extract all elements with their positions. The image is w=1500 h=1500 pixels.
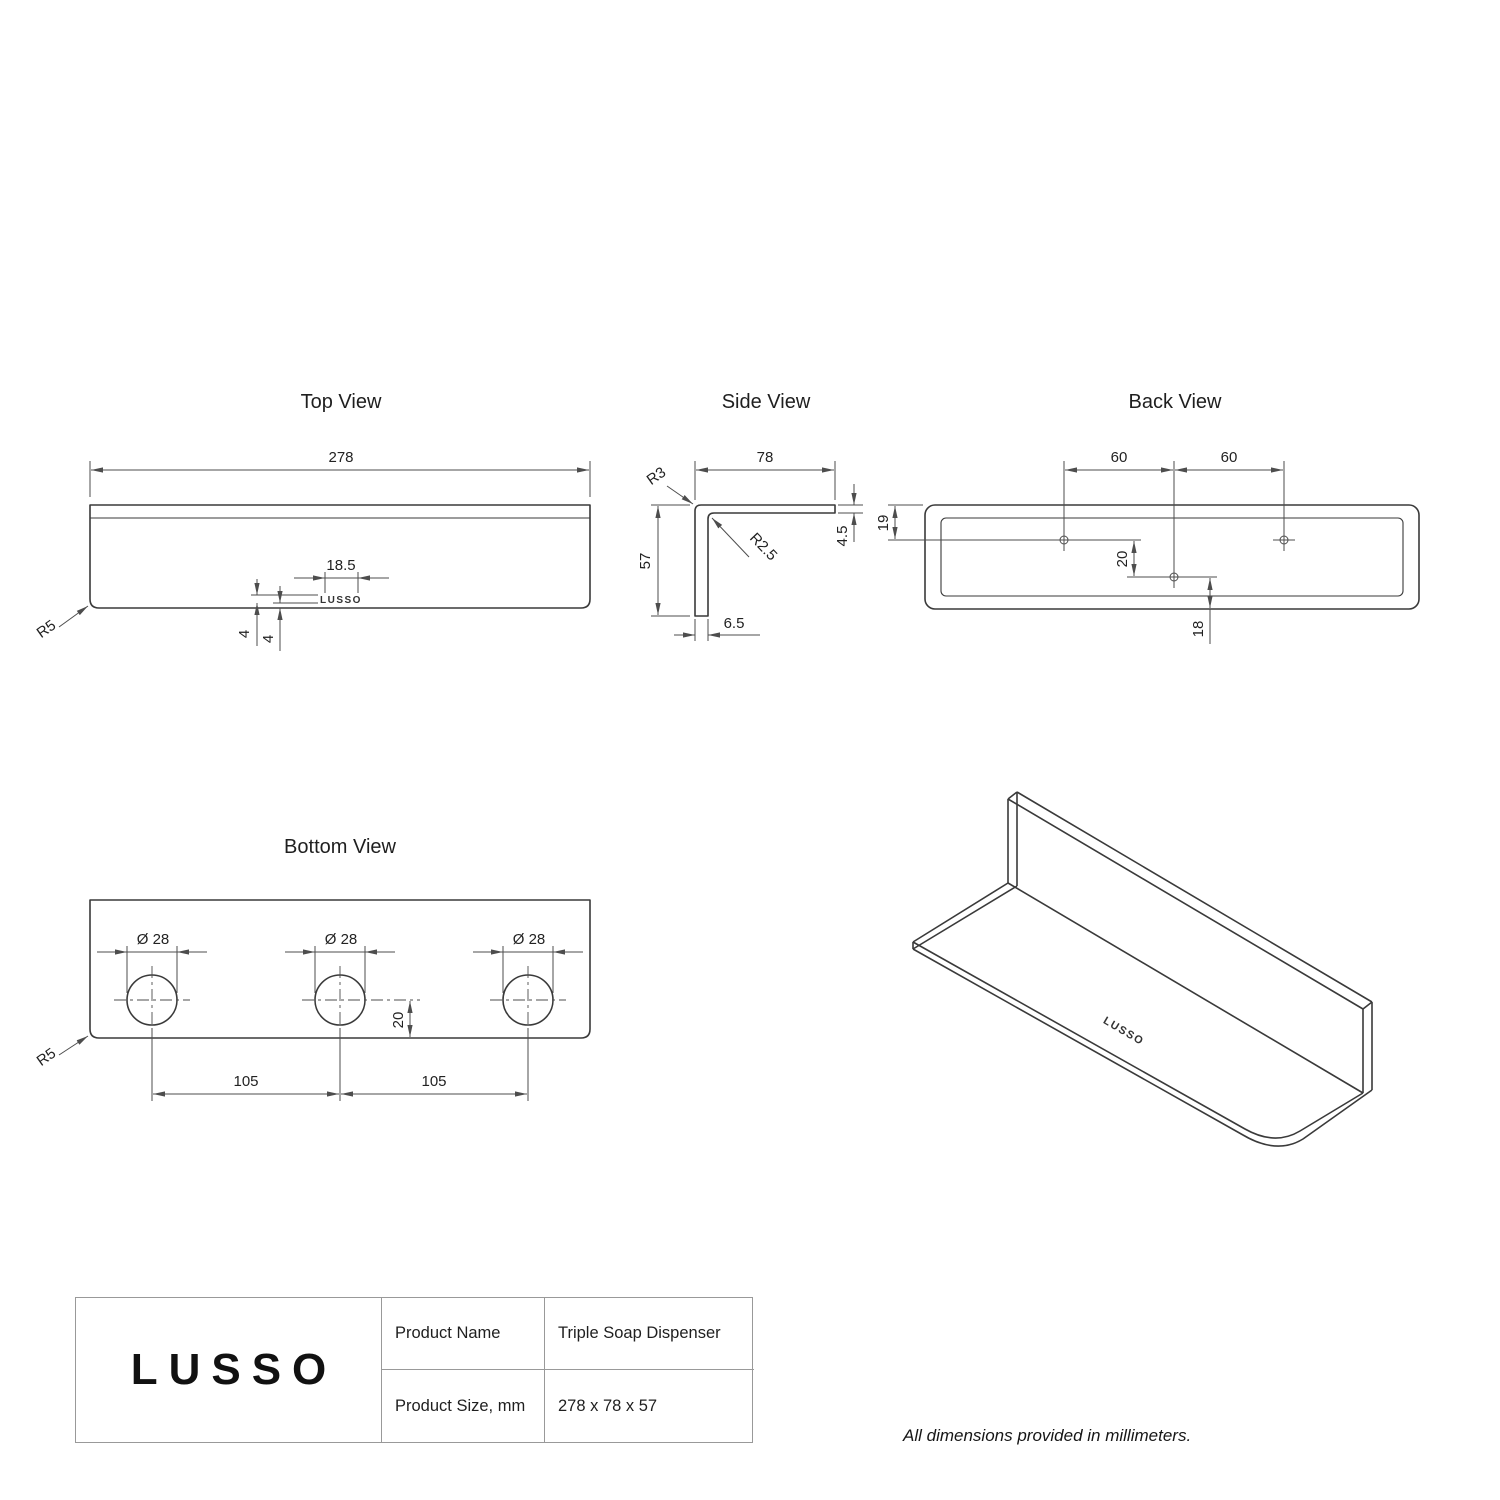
top-view-outline [89, 504, 591, 609]
side-dim-wall-extlines [694, 619, 709, 641]
top-dim-logo-extlines [324, 572, 359, 593]
back-dim-20-extlines [1075, 539, 1163, 578]
bottom-hole-2-centerlines [302, 966, 420, 1034]
side-dim-height-label: 57 [637, 553, 654, 570]
back-view: Back View 60 60 19 20 1 [875, 391, 1420, 644]
top-view: Top View LUSSO 278 18.5 4 4 R5 [34, 391, 591, 651]
back-dim-19-label: 19 [875, 515, 892, 532]
side-dim-depth-label: 78 [757, 449, 774, 466]
side-radius-inner-leader [711, 517, 750, 558]
side-view: Side View 78 57 R3 R2.5 4.5 6.5 [637, 391, 863, 641]
top-dim-4b-label: 4 [260, 635, 277, 643]
iso-vertical-edges [1007, 792, 1373, 1093]
back-view-outline [924, 504, 1420, 610]
iso-shelf-front-bottom [912, 948, 1373, 1147]
top-dim-width-label: 278 [328, 449, 353, 466]
brand-logo: LUSSO [130, 1345, 338, 1394]
bottom-dia2-label: Ø 28 [325, 931, 358, 948]
top-dim-logo-label: 18.5 [326, 557, 355, 574]
bottom-radius-label: R5 [34, 1045, 59, 1070]
bottom-pitch-left-label: 105 [233, 1073, 258, 1090]
back-hole-center [1163, 566, 1185, 588]
isometric-view: LUSSO [912, 791, 1373, 1147]
side-dim-depth-extlines [694, 461, 836, 500]
bottom-hole-1-centerlines [114, 966, 190, 1034]
product-size-value: 278 x 78 x 57 [544, 1370, 754, 1442]
side-dim-shelf-extlines [838, 504, 863, 514]
top-radius-label: R5 [34, 617, 59, 642]
back-dim-span-left-label: 60 [1111, 449, 1128, 466]
product-name-value: Triple Soap Dispenser [544, 1298, 754, 1370]
top-view-logo-text: LUSSO [320, 595, 362, 606]
side-dim-height-extlines [651, 504, 690, 617]
title-block: LUSSO Product Name Triple Soap Dispenser… [75, 1297, 754, 1443]
bottom-view-outline [89, 899, 591, 1039]
iso-shelf-junction [1007, 882, 1364, 1094]
side-view-outline [694, 504, 836, 617]
bottom-dia3-label: Ø 28 [513, 931, 546, 948]
top-view-title: Top View [301, 391, 382, 413]
side-radius-outer-label: R3 [644, 464, 669, 489]
bottom-pitch-right-label: 105 [421, 1073, 446, 1090]
top-dim-width-extlines [89, 461, 591, 497]
back-dim-span-right-label: 60 [1221, 449, 1238, 466]
back-dim-span-extlines [1063, 461, 1285, 569]
side-view-title: Side View [722, 391, 811, 413]
product-size-label: Product Size, mm [381, 1370, 544, 1442]
iso-logo-text: LUSSO [1101, 1015, 1146, 1048]
bottom-view-title: Bottom View [284, 836, 396, 858]
back-hole-right-cross [1273, 529, 1295, 551]
top-radius-leader [58, 605, 89, 628]
bottom-pitch-extlines [151, 1028, 529, 1101]
side-dim-shelf-label: 4.5 [834, 526, 851, 547]
bottom-dia1-label: Ø 28 [137, 931, 170, 948]
iso-left-end [912, 882, 1018, 950]
brand-logo-cell: LUSSO [76, 1298, 381, 1442]
back-hole-right [1273, 529, 1295, 551]
bottom-view: Bottom View Ø 28 Ø 28 Ø 28 105 105 20 [34, 836, 591, 1101]
back-hole-left-cross [1053, 529, 1075, 551]
top-dim-4a-label: 4 [236, 630, 253, 638]
top-dim-4-extlines [251, 594, 318, 604]
back-dim-20-label: 20 [1114, 551, 1131, 568]
side-radius-inner-label: R2.5 [746, 530, 780, 565]
back-view-title: Back View [1128, 391, 1222, 413]
bottom-dim-20-label: 20 [390, 1012, 407, 1029]
back-dim-18-extlines [1185, 576, 1217, 644]
bottom-hole-3-centerlines [490, 966, 566, 1034]
side-radius-outer-leader [666, 485, 694, 505]
bottom-radius-leader [58, 1035, 89, 1056]
back-dim-19-extlines [888, 504, 1053, 541]
iso-shelf-front-top [912, 941, 1364, 1139]
dimensions-note: All dimensions provided in millimeters. [903, 1426, 1192, 1445]
side-dim-wall-label: 6.5 [724, 615, 745, 632]
back-hole-center-cross [1163, 566, 1185, 588]
iso-top-edges [1007, 791, 1373, 1010]
product-name-label: Product Name [381, 1298, 544, 1370]
back-dim-18-label: 18 [1190, 621, 1207, 638]
back-hole-left [1053, 529, 1075, 551]
back-view-inner-panel [940, 517, 1404, 597]
